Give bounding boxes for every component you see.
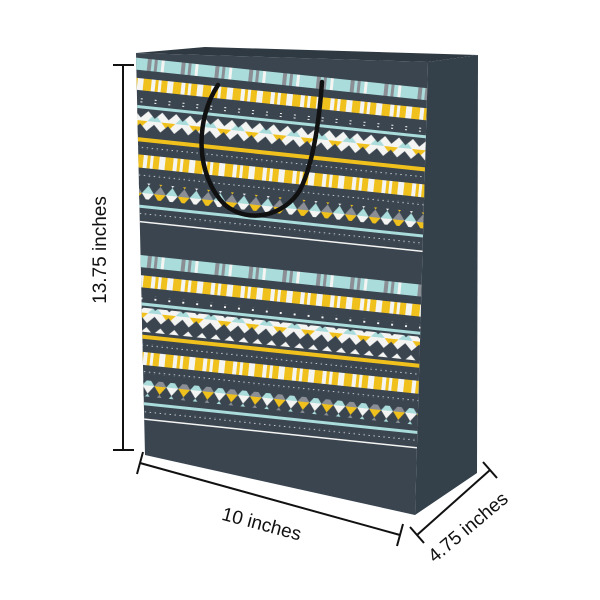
- band-teal-line: [136, 199, 428, 240]
- band-yellow-line: [136, 329, 428, 371]
- band-teal-dashes: [136, 250, 428, 301]
- pattern-section: [136, 53, 428, 255]
- band-yellow-dashes: [136, 346, 428, 397]
- band-teal-dashes: [136, 53, 428, 104]
- band-dots: [136, 93, 428, 136]
- depth-dimension: [409, 461, 498, 544]
- band-diamonds: [136, 105, 428, 168]
- height-dimension: [113, 64, 134, 451]
- band-yellow-line: [136, 132, 428, 174]
- width-dimension: [136, 451, 404, 547]
- band-yellow-dashes: [136, 149, 428, 200]
- band-white-line: [136, 214, 428, 255]
- band-dotted-line: [136, 168, 428, 208]
- band-triangles: [136, 374, 428, 428]
- band-teal-line: [136, 100, 428, 142]
- depth-label: 4.75 inches: [424, 489, 512, 568]
- bag-back-panel: [136, 47, 478, 62]
- band-dotted-line: [136, 206, 428, 247]
- band-dotted-line: [136, 141, 428, 181]
- band-yellow-dashes: [136, 270, 428, 321]
- band-diamonds: [136, 302, 428, 365]
- band-yellow-dashes: [136, 73, 428, 124]
- height-label: 13.75 inches: [90, 196, 111, 304]
- stripe-pattern: [136, 53, 428, 452]
- rope-handle: [199, 79, 325, 218]
- bag-side-panel: [415, 55, 478, 515]
- band-triangles: [136, 177, 428, 231]
- band-white-line: [136, 411, 428, 452]
- band-teal-line: [136, 396, 428, 437]
- band-dots: [136, 290, 428, 333]
- band-dotted-line: [136, 365, 428, 405]
- band-dotted-line: [136, 338, 428, 378]
- width-label: 10 inches: [219, 504, 303, 545]
- band-dotted-line: [136, 403, 428, 444]
- band-teal-line: [136, 297, 428, 339]
- pattern-section: [136, 250, 428, 452]
